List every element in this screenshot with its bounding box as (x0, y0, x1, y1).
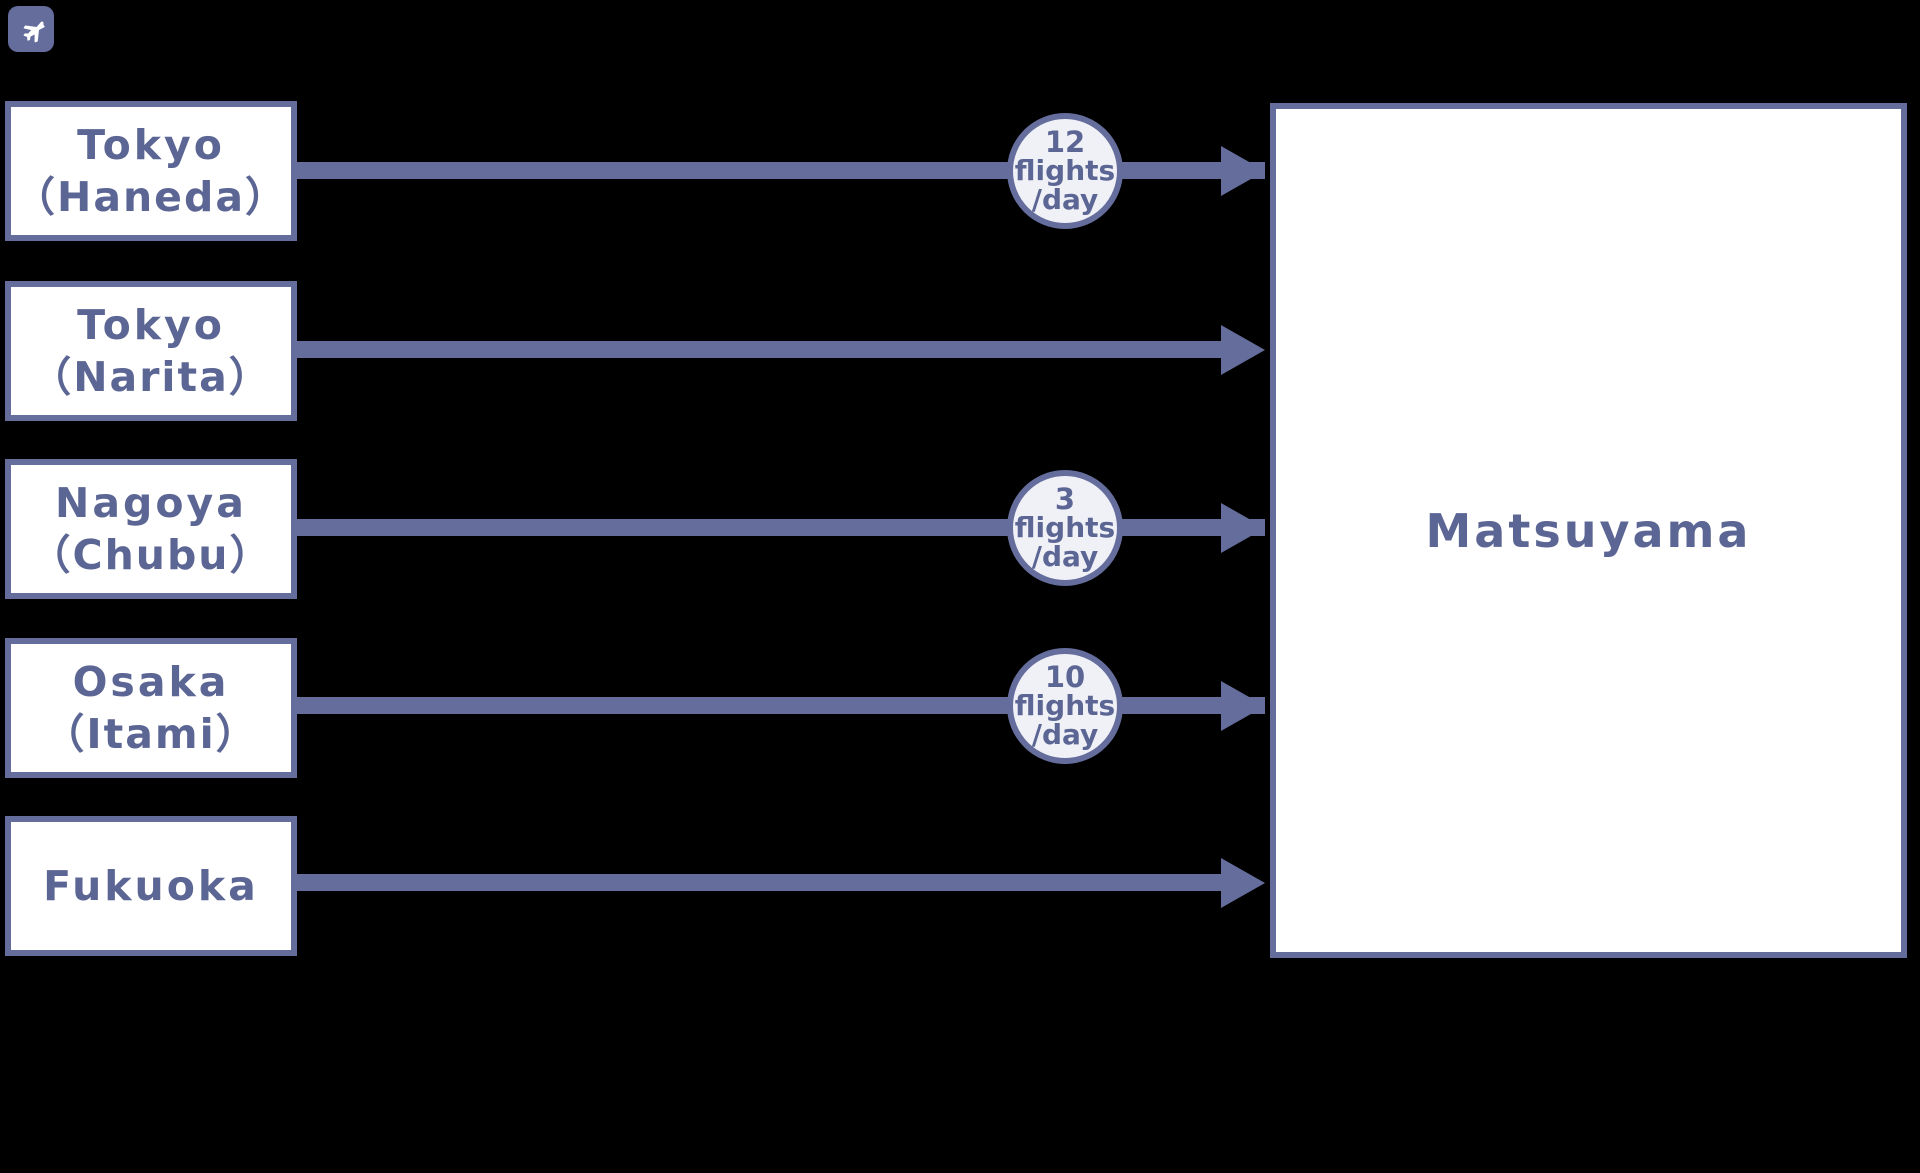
route-arrowhead-fukuoka (1221, 858, 1265, 908)
route-arrowhead-tokyo-haneda (1221, 146, 1265, 196)
origin-label-line2: （Itami） (43, 710, 259, 758)
badge-unit: flights (1014, 154, 1116, 188)
route-arrowhead-tokyo-narita (1221, 325, 1265, 375)
badge-per: /day (1031, 539, 1099, 573)
origin-label-line1: Nagoya (55, 478, 247, 527)
destination-label: Matsuyama (1425, 503, 1752, 558)
flight-count-badge-osaka-itami[interactable]: 10 flights /day (1007, 648, 1123, 764)
origin-box-tokyo-narita[interactable]: Tokyo （Narita） (5, 281, 297, 421)
origin-label-line1: Fukuoka (43, 861, 259, 910)
origin-label-line1: Osaka (72, 657, 230, 706)
badge-per: /day (1031, 182, 1099, 216)
badge-count: 3 (1054, 481, 1076, 516)
origin-box-osaka-itami[interactable]: Osaka （Itami） (5, 638, 297, 778)
badge-unit: flights (1014, 511, 1116, 545)
flight-count-badge-tokyo-haneda[interactable]: 12 flights /day (1007, 113, 1123, 229)
route-line-tokyo-narita (297, 341, 1221, 358)
badge-count: 10 (1044, 659, 1086, 694)
origin-label-line2: （Chubu） (29, 531, 273, 579)
origin-box-tokyo-haneda[interactable]: Tokyo （Haneda） (5, 101, 297, 241)
destination-box-matsuyama[interactable]: Matsuyama (1270, 103, 1907, 958)
route-arrowhead-nagoya-chubu (1221, 503, 1265, 553)
route-line-fukuoka (297, 874, 1221, 891)
airplane-icon (8, 6, 54, 52)
origin-label-line2: （Haneda） (14, 173, 288, 221)
badge-unit: flights (1014, 689, 1116, 723)
origin-label-line2: （Narita） (30, 353, 272, 401)
badge-count: 12 (1044, 124, 1086, 159)
badge-per: /day (1031, 717, 1099, 751)
route-arrowhead-osaka-itami (1221, 681, 1265, 731)
origin-box-fukuoka[interactable]: Fukuoka (5, 816, 297, 956)
origin-label-line1: Tokyo (77, 300, 225, 349)
flight-count-badge-nagoya-chubu[interactable]: 3 flights /day (1007, 470, 1123, 586)
origin-label-line1: Tokyo (77, 120, 225, 169)
origin-box-nagoya-chubu[interactable]: Nagoya （Chubu） (5, 459, 297, 599)
